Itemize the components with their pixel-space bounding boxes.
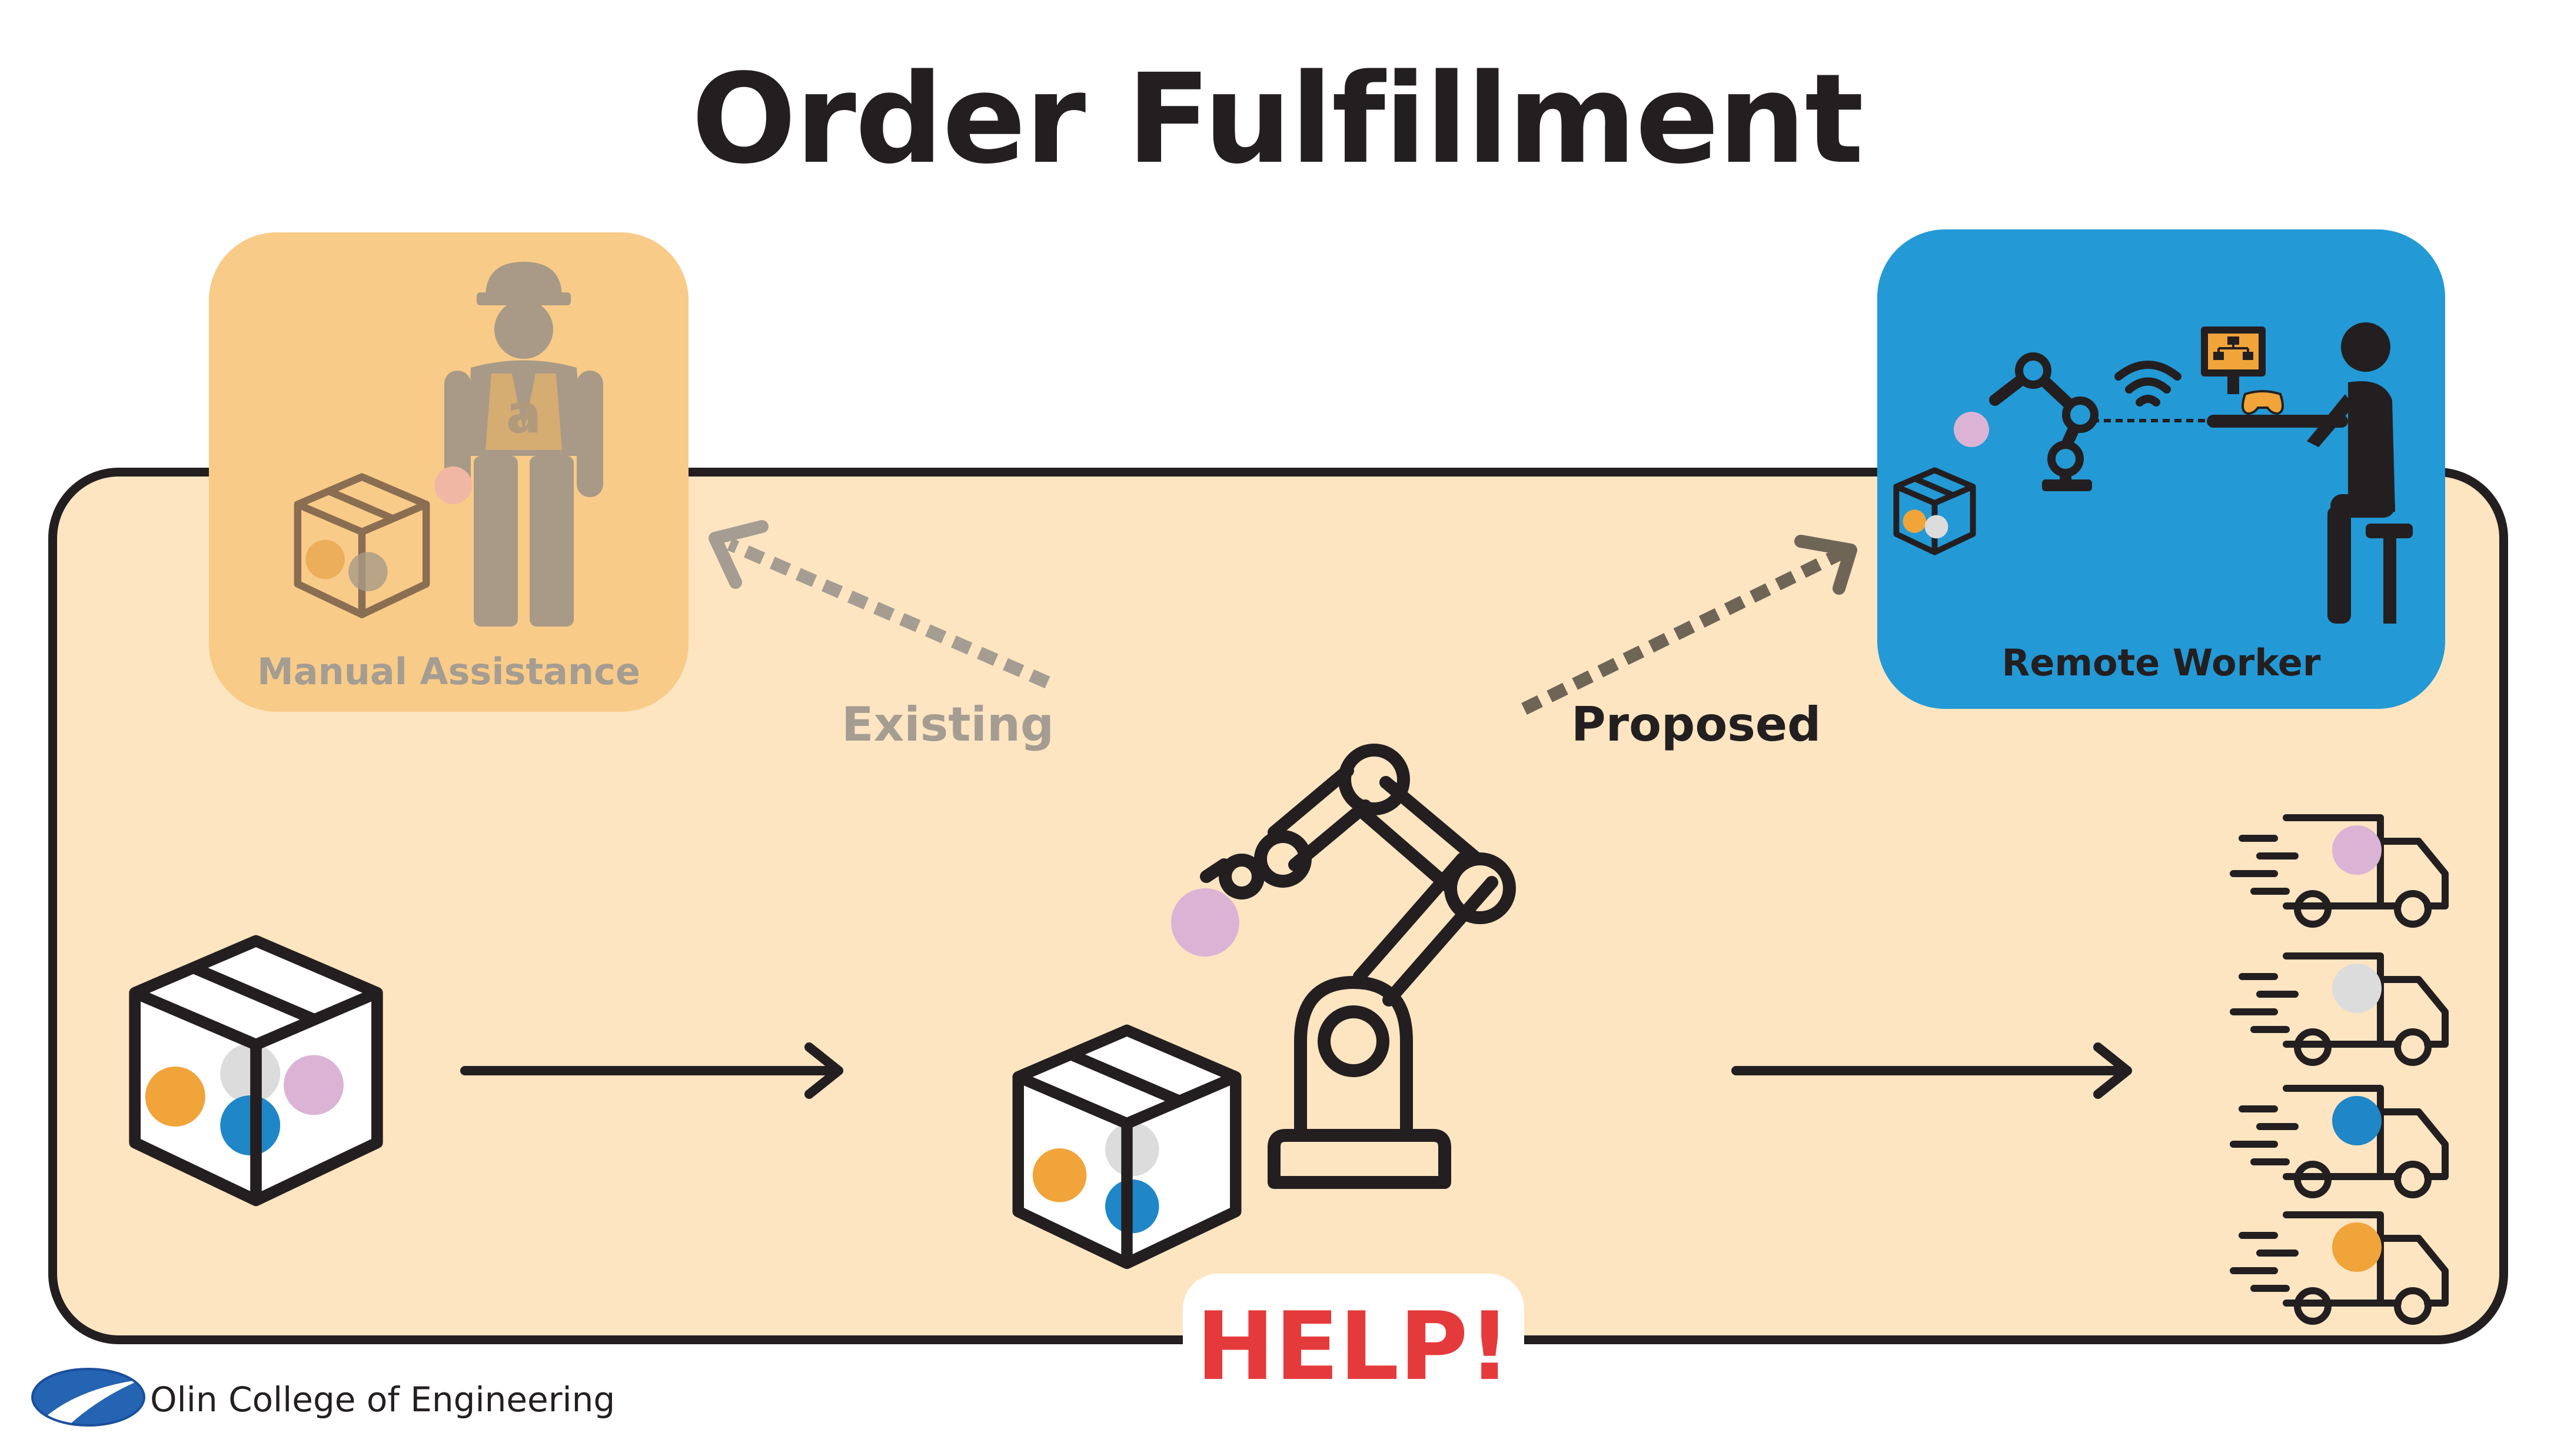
delivery-truck-icon: [2230, 952, 2449, 1066]
delivery-truck-icon: [2230, 1085, 2449, 1198]
olin-logo-icon: [31, 1368, 145, 1427]
box-icon: [1893, 467, 1976, 555]
remote-worker-label: Remote Worker: [2001, 641, 2321, 684]
help-badge: [1183, 1274, 1524, 1421]
box-icon: [1012, 1024, 1242, 1270]
existing-label: Existing: [842, 697, 1055, 752]
box-icon: [129, 935, 383, 1207]
manual-assistance-box: a Manual Assistance: [209, 232, 689, 712]
item-ball-icon: [434, 467, 472, 504]
delivery-truck-icon: [2230, 814, 2449, 928]
footer-text: Olin College of Engineering: [150, 1380, 616, 1420]
connection-line: [2092, 419, 2274, 422]
wifi-icon: [2114, 361, 2181, 407]
proposed-label: Proposed: [1571, 697, 1821, 752]
worker-shirt-logo: a: [506, 384, 542, 445]
game-controller-icon: [2242, 390, 2284, 415]
delivery-truck-icon: [2230, 1211, 2449, 1325]
person-at-desk-icon: [2307, 322, 2413, 624]
page-title: Order Fulfillment: [691, 47, 1864, 191]
robot-arm-icon: [1171, 744, 1516, 1189]
arrow-right-icon: [1731, 1042, 2132, 1099]
robot-arm-icon: [1954, 352, 2099, 491]
help-label: HELP!: [1196, 1291, 1511, 1401]
desk-icon: [2207, 415, 2348, 428]
hard-hat-worker-icon: a: [444, 262, 603, 627]
box-icon: [294, 473, 430, 618]
remote-worker-box: Remote Worker: [1877, 229, 2445, 709]
manual-assistance-label: Manual Assistance: [257, 650, 640, 693]
arrow-right-icon: [460, 1042, 843, 1099]
monitor-icon: [2201, 326, 2266, 394]
